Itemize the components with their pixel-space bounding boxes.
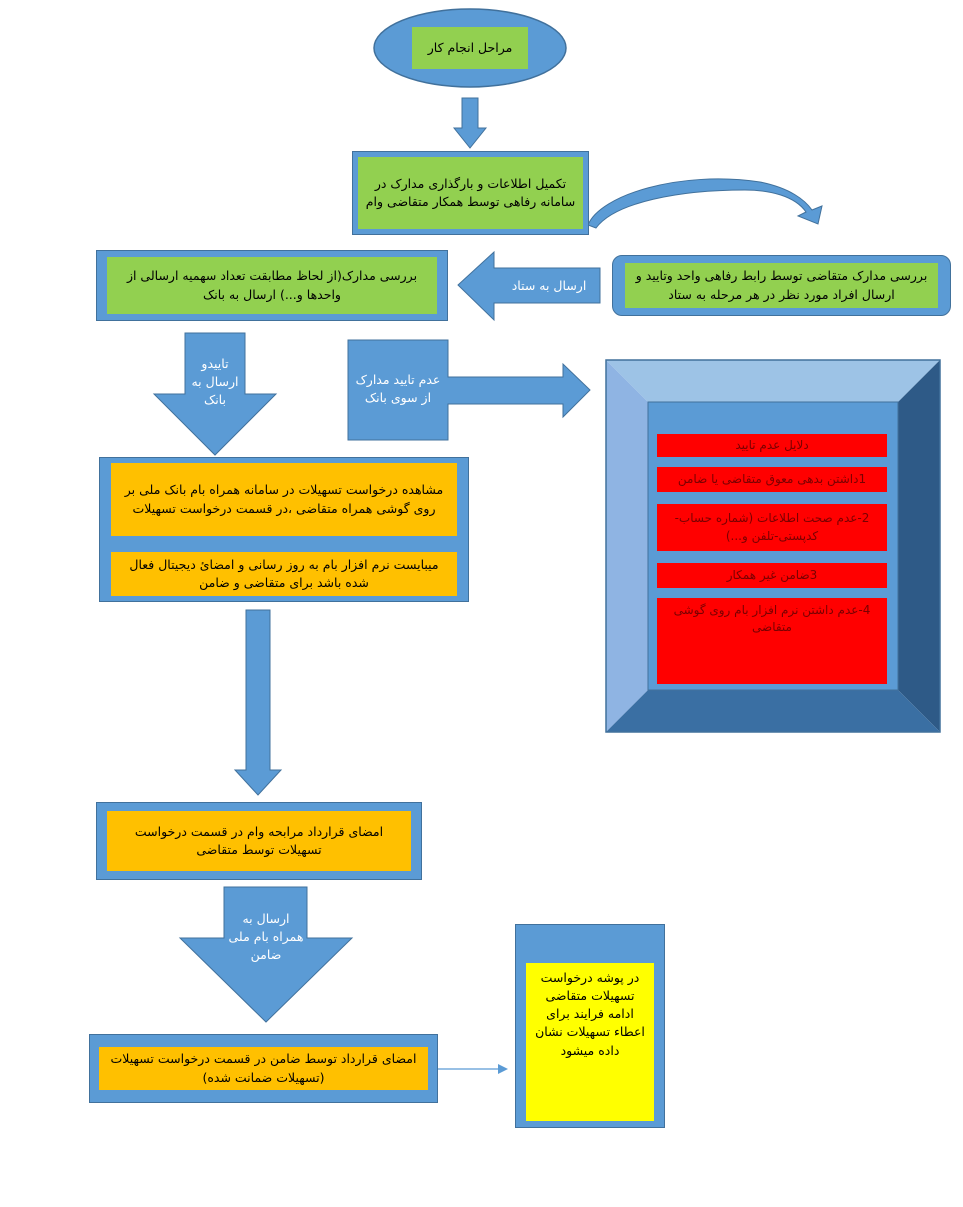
hq-review-text: بررسی مدارک(از لحاظ مطابقت تعداد سهمیه ا… <box>107 257 437 314</box>
reject-label: عدم تایید مدارک از سوی بانک <box>355 371 441 405</box>
hq-review-box: بررسی مدارک(از لحاظ مطابقت تعداد سهمیه ا… <box>96 250 448 321</box>
rejection-reason-3: 3ضامن غیر همکار <box>657 563 887 588</box>
arrow-send-guarantor <box>178 886 354 1023</box>
curved-arrow <box>587 178 823 229</box>
sign-applicant-box: امضای قرارداد مرابحه وام در قسمت درخواست… <box>96 802 422 880</box>
sign-guarantor-box: امضای قرارداد توسط ضامن در قسمت درخواست … <box>89 1034 438 1103</box>
final-box: در پوشه درخواست تسهیلات متقاضی ادامه فرا… <box>515 924 665 1128</box>
welfare-review-box: بررسی مدارک متقاضی توسط رابط رفاهی واحد … <box>612 255 951 316</box>
view-request-box: مشاهده درخواست تسهیلات در سامانه همراه ب… <box>99 457 469 602</box>
start-label: مراحل انجام کار <box>427 39 513 55</box>
send-guarantor-label: ارسال به همراه بام ملی ضامن <box>228 910 304 963</box>
digital-signature-note: میبایست نرم افزار بام به روز رسانی و امض… <box>111 552 457 596</box>
welfare-review-text: بررسی مدارک متقاضی توسط رابط رفاهی واحد … <box>625 263 938 308</box>
start-label-bg <box>412 27 528 69</box>
rejection-reason-1: 1داشتن بدهی معوق متقاضی یا ضامن <box>657 467 887 492</box>
step-fill-info-text: تکمیل اطلاعات و بارگذاری مدارک در سامانه… <box>358 157 583 229</box>
final-text: در پوشه درخواست تسهیلات متقاضی ادامه فرا… <box>526 963 654 1121</box>
rejection-reason-2: 2-عدم صحت اطلاعات (شماره حساب-کدپستی-تلف… <box>657 504 887 551</box>
arrow-reject <box>347 339 591 441</box>
arrow-down-1 <box>452 97 488 149</box>
step-fill-info-box: تکمیل اطلاعات و بارگذاری مدارک در سامانه… <box>352 151 589 235</box>
sign-guarantor-text: امضای قرارداد توسط ضامن در قسمت درخواست … <box>99 1047 428 1090</box>
send-to-hq-label: ارسال به ستاد <box>511 277 587 293</box>
thin-arrow-head <box>498 1064 508 1074</box>
rejection-reasons-title: دلایل عدم تایید <box>657 434 887 457</box>
view-request-text: مشاهده درخواست تسهیلات در سامانه همراه ب… <box>111 463 457 536</box>
arrow-approve-send <box>152 332 278 456</box>
arrow-send-to-hq <box>457 250 601 322</box>
approve-send-label: تاییدو ارسال به بانک <box>191 355 239 408</box>
arrow-down-long <box>233 609 283 796</box>
sign-applicant-text: امضای قرارداد مرابحه وام در قسمت درخواست… <box>107 811 411 871</box>
rejection-reason-4: 4-عدم داشتن نرم افزار بام روی گوشی متقاض… <box>657 598 887 684</box>
